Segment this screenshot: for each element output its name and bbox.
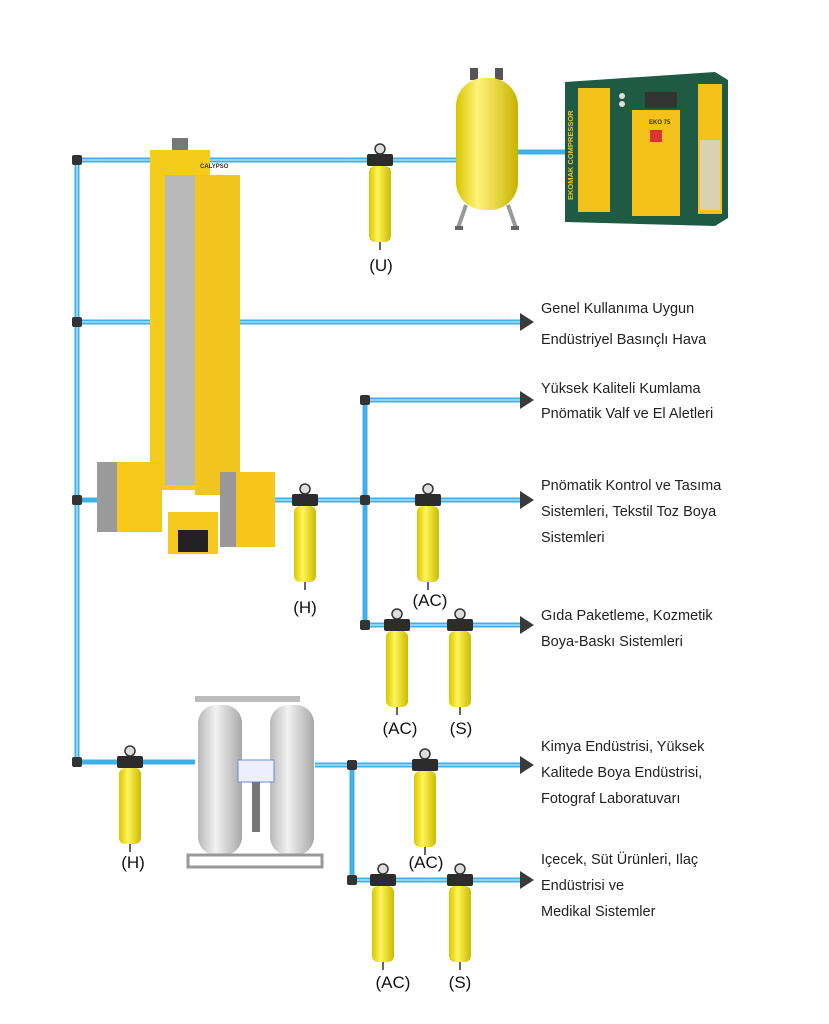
- output-line: Fotograf Laboratuvarı: [541, 791, 680, 807]
- filter-label: (AC): [376, 973, 411, 992]
- output-description: Gıda Paketleme, Kozmetik Boya-Baskı Sist…: [541, 608, 713, 650]
- filter-label: (S): [449, 973, 472, 992]
- filter-label: (AC): [409, 853, 444, 872]
- arrow-icon: [520, 616, 534, 634]
- filter-ac-3: [411, 748, 439, 856]
- arrow-icon: [520, 391, 534, 409]
- filter-label: (S): [450, 719, 473, 738]
- filter-label: (AC): [413, 591, 448, 610]
- output-description: Içecek, Süt Ürünleri, Ilaç Endüstrisi ve…: [541, 850, 698, 920]
- filter-h-2: [116, 745, 144, 853]
- arrow-icon: [520, 871, 534, 889]
- output-line: Sistemleri, Tekstil Toz Boya: [541, 504, 717, 520]
- output-line: Genel Kullanıma Uygun: [541, 301, 694, 317]
- output-description: Pnömatik Kontrol ve Tasıma Sistemleri, T…: [541, 478, 722, 546]
- output-line: Boya-Baskı Sistemleri: [541, 634, 683, 650]
- output-line: Pnömatik Kontrol ve Tasıma: [541, 478, 722, 494]
- output-line: Gıda Paketleme, Kozmetik: [541, 608, 713, 624]
- output-line: Sistemleri: [541, 530, 605, 546]
- arrow-icon: [520, 313, 534, 331]
- arrow-icon: [520, 491, 534, 509]
- output-line: Kalitede Boya Endüstrisi,: [541, 765, 702, 781]
- air-receiver-tank: [455, 68, 519, 230]
- compressor-model: EKO 75: [649, 120, 671, 126]
- output-description: Yüksek Kaliteli Kumlama Pnömatik Valf ve…: [541, 381, 713, 422]
- output-description: Genel Kullanıma Uygun Endüstriyel Basınç…: [541, 301, 707, 348]
- adsorption-dryer: [186, 696, 324, 869]
- arrow-icon: [520, 756, 534, 774]
- filter-label: (U): [369, 256, 393, 275]
- filter-ac-2: [383, 608, 411, 716]
- filter-label: (H): [121, 853, 145, 872]
- filter-ac-1: [414, 483, 442, 591]
- filter-label: (AC): [383, 719, 418, 738]
- output-line: Yüksek Kaliteli Kumlama: [541, 381, 701, 397]
- filter-s-2: [446, 863, 474, 971]
- filter-h-1: [291, 483, 319, 591]
- screw-compressor: EKOMAK COMPRESSOR EKO 75: [565, 72, 728, 226]
- output-description: Kimya Endüstrisi, Yüksek Kalitede Boya E…: [541, 739, 705, 807]
- output-line: Endüstrisi ve: [541, 878, 624, 894]
- compressor-brand: EKOMAK COMPRESSOR: [566, 110, 575, 200]
- output-line: Endüstriyel Basınçlı Hava: [541, 332, 707, 348]
- refrigerated-dryers: CALYPSO: [97, 138, 275, 554]
- filter-label: (H): [293, 598, 317, 617]
- filter-ac-4: [369, 863, 397, 971]
- output-line: Medikal Sistemler: [541, 904, 656, 920]
- dryer-brand: CALYPSO: [200, 164, 229, 170]
- output-line: Içecek, Süt Ürünleri, Ilaç: [541, 850, 698, 868]
- output-line: Kimya Endüstrisi, Yüksek: [541, 739, 705, 755]
- filter-s-1: [446, 608, 474, 716]
- filter-u: [366, 143, 394, 251]
- output-line: Pnömatik Valf ve El Aletleri: [541, 406, 713, 422]
